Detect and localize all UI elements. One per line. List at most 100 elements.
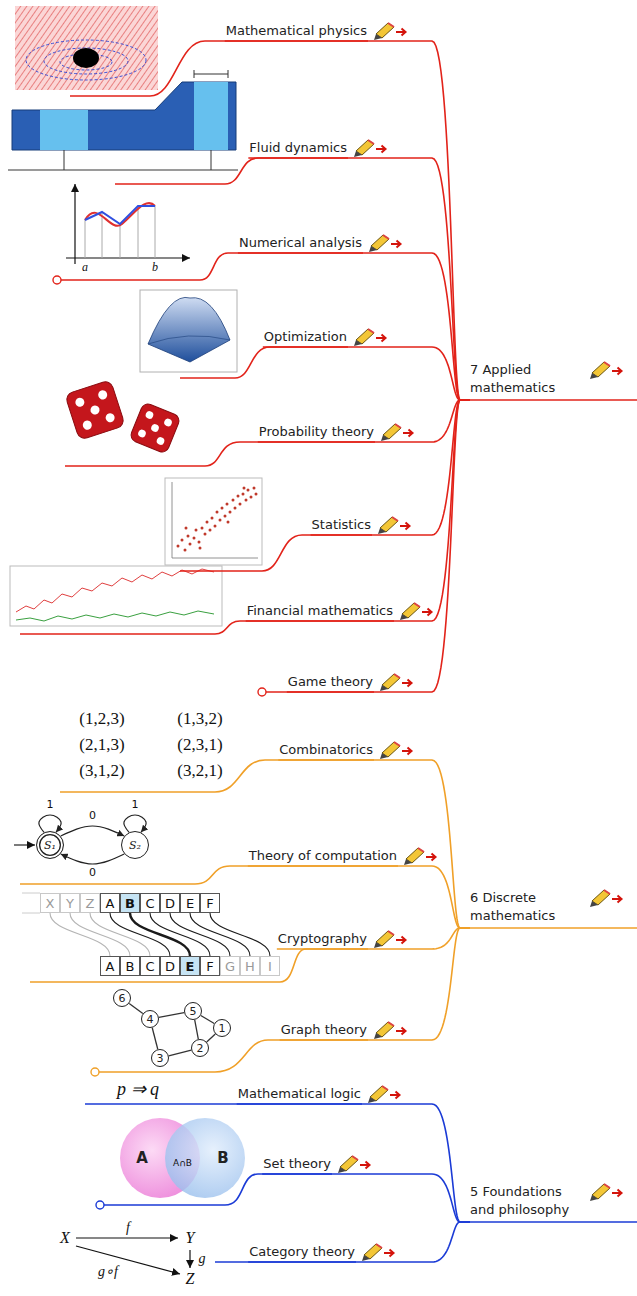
branch-tails <box>115 158 348 184</box>
dice-picture <box>129 402 181 454</box>
node-text: Graph theory <box>281 1022 367 1037</box>
dice-picture <box>137 429 147 439</box>
edit-icons <box>338 23 622 1261</box>
topic-node: Probability theory <box>258 424 375 442</box>
interpolation-plot <box>74 184 75 264</box>
topic-node: Mathematical logic <box>237 1086 362 1104</box>
cipher-letter-box: E <box>180 956 200 976</box>
node-text: 7 Applied mathematics <box>470 361 582 397</box>
scatter-plot <box>178 488 256 550</box>
topic-node: Category theory <box>248 1244 356 1262</box>
node-text: Probability theory <box>259 424 374 439</box>
edit-icons <box>590 1184 622 1201</box>
node-text: F <box>206 897 213 910</box>
transition-label: 1 <box>131 799 140 812</box>
morphism-label: g∘f <box>98 1264 118 1280</box>
dice-picture <box>156 436 166 446</box>
transition-arrow <box>124 815 146 832</box>
dice-picture <box>97 389 108 400</box>
branch-line <box>277 928 470 949</box>
edit-icons <box>378 517 410 534</box>
surface-plot <box>148 336 230 344</box>
automaton-start-arrow <box>14 844 35 845</box>
scatter-plot <box>165 478 262 565</box>
node-text: E <box>186 897 194 910</box>
cipher-letter-box: C <box>140 956 160 976</box>
branch-tails <box>70 41 368 96</box>
transition-arrow <box>61 854 125 864</box>
topic-node: Game theory <box>287 674 374 692</box>
automaton-state: S₂ <box>121 831 149 859</box>
branch-tails <box>180 535 372 571</box>
branch-tails <box>470 1221 637 1223</box>
pipe-flow-picture <box>40 110 88 150</box>
node-text: X <box>46 897 55 910</box>
cipher-shift-line <box>210 913 270 956</box>
edit-icons <box>380 674 412 691</box>
cipher-letter-box: F <box>200 956 220 976</box>
price-chart <box>16 569 214 612</box>
graph-vertex: 2 <box>191 1039 209 1057</box>
logic-formula: p ⇒ q <box>117 1079 159 1100</box>
branch-line <box>225 41 470 400</box>
node-text: E <box>186 960 195 973</box>
cipher-letter-box: I <box>260 956 280 976</box>
dice-picture <box>129 402 181 454</box>
node-text: 1 <box>219 1023 226 1034</box>
pipe-flow-picture <box>194 70 228 78</box>
dice-picture <box>145 410 155 420</box>
topic-node: Fluid dynamics <box>248 140 348 158</box>
branch-line <box>248 1222 470 1262</box>
node-text: S₂ <box>129 840 141 851</box>
node-text: H <box>245 960 255 973</box>
node-text: B <box>217 1151 228 1166</box>
morphism-label: g <box>199 1251 206 1267</box>
node-text: D <box>165 897 175 910</box>
branch-tails <box>60 760 374 792</box>
permutation: (1,2,3) <box>79 709 124 729</box>
interpolation-plot <box>85 206 155 224</box>
edit-icons <box>404 848 436 865</box>
node-text: Y <box>66 897 74 910</box>
node-text: I <box>268 960 272 973</box>
graph-edge <box>169 1050 192 1056</box>
topic-node: Numerical analysis <box>238 235 363 253</box>
node-text: Set theory <box>263 1156 331 1171</box>
node-text: 5 <box>190 1006 197 1017</box>
price-chart <box>10 566 222 626</box>
node-text: B <box>126 960 135 973</box>
pipe-flow-picture <box>8 169 238 171</box>
edit-icons <box>362 1244 394 1261</box>
cipher-letter-box: F <box>200 893 220 913</box>
permutation: (3,2,1) <box>177 761 222 781</box>
commutative-diagram-arrows <box>189 1250 190 1268</box>
edit-icons <box>381 424 413 441</box>
cipher-letter-box: D <box>160 956 180 976</box>
graph-vertex: 1 <box>213 1019 231 1037</box>
node-text: B <box>125 897 135 910</box>
topic-node: Set theory <box>262 1156 332 1174</box>
cipher-letter-box: H <box>240 956 260 976</box>
branch-line <box>246 400 470 621</box>
node-text: 2 <box>197 1043 204 1054</box>
interpolation-plot <box>66 184 190 264</box>
price-chart <box>10 566 222 626</box>
edit-icons <box>400 603 432 620</box>
surface-plot <box>140 290 237 372</box>
cipher-letter-box: G <box>220 956 240 976</box>
topic-node: Optimization <box>263 329 348 347</box>
interpolation-plot <box>85 203 155 226</box>
branch-tails <box>30 949 368 982</box>
branch-tails <box>258 688 266 696</box>
dice-picture <box>82 419 93 430</box>
node-text: Financial mathematics <box>247 603 393 618</box>
graph-vertex: 3 <box>151 1049 169 1067</box>
permutation: (1,3,2) <box>177 709 222 729</box>
cipher-letter-box: A <box>100 956 120 976</box>
permutation: (3,1,2) <box>79 761 124 781</box>
permutation: (2,3,1) <box>177 735 222 755</box>
topic-node: Combinatorics <box>278 742 374 760</box>
permutation: (2,1,3) <box>79 735 124 755</box>
cipher-letter-box: B <box>120 893 140 913</box>
